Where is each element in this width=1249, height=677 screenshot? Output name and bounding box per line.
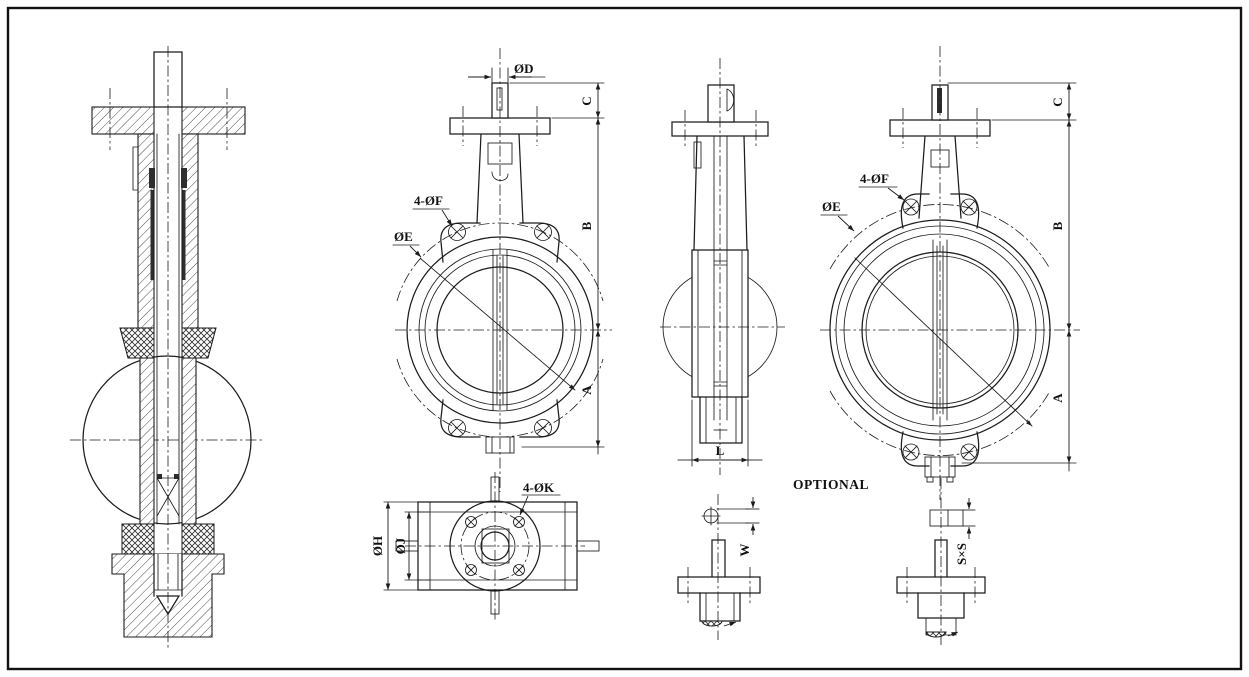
dim-label-h: ØH bbox=[370, 536, 385, 556]
dim-label-j: ØJ bbox=[393, 537, 408, 554]
optional-caption: OPTIONAL bbox=[793, 477, 869, 492]
bolt-holes bbox=[448, 223, 552, 437]
detail-stem-square: S×S bbox=[896, 478, 986, 648]
label-oe: ØE bbox=[394, 229, 413, 244]
lug-bolt-circle-bottom bbox=[829, 390, 1051, 456]
dim-label-b-lug: B bbox=[1050, 221, 1065, 230]
dim-label-c-lug: C bbox=[1050, 97, 1065, 106]
dim-s: S×S bbox=[954, 498, 976, 565]
dim-label-a: A bbox=[579, 385, 594, 395]
dim-label-c: C bbox=[579, 96, 594, 105]
dim-label-l: L bbox=[716, 443, 725, 458]
view-cross-section bbox=[70, 46, 264, 650]
dim-j: ØJ bbox=[393, 511, 431, 581]
view-lug-front: 4-ØF ØE C B A bbox=[820, 46, 1080, 500]
dim-label-s: S×S bbox=[954, 543, 969, 565]
neck-window bbox=[487, 142, 513, 165]
lug-bolt-holes bbox=[902, 198, 978, 461]
mount-bolt-holes bbox=[465, 516, 525, 576]
dim-label-d: ØD bbox=[514, 61, 534, 76]
dim-h: ØH bbox=[370, 501, 421, 591]
view-wafer-front: ØD C B A 4-ØF ØE bbox=[392, 48, 612, 492]
detail-stem-flat: OPTIONAL W bbox=[677, 477, 869, 640]
leader-bolt-holes: 4-ØF bbox=[412, 193, 453, 227]
label-4-of: 4-ØF bbox=[414, 193, 443, 208]
disc-angle-line bbox=[854, 257, 1033, 427]
dim-stack-right: C B A bbox=[509, 82, 605, 455]
disc-angle-line bbox=[420, 258, 576, 391]
view-top: ØH ØJ 4-ØK bbox=[370, 472, 600, 620]
upper-packing bbox=[119, 327, 155, 359]
leader-lug-bolt-holes: 4-ØF bbox=[858, 171, 905, 201]
lug-dim-stack: C B A bbox=[947, 82, 1077, 472]
leader-4-ok: 4-ØK bbox=[519, 480, 561, 516]
dim-w: W bbox=[737, 497, 760, 557]
dim-label-a-lug: A bbox=[1050, 393, 1065, 403]
leader-bolt-circle: ØE bbox=[392, 229, 422, 258]
label-4-of-lug: 4-ØF bbox=[860, 171, 889, 186]
label-4-ok: 4-ØK bbox=[523, 480, 555, 495]
bottom-housing bbox=[699, 396, 743, 444]
view-side: L bbox=[660, 58, 785, 475]
dim-label-w: W bbox=[737, 544, 752, 557]
label-oe-lug: ØE bbox=[822, 199, 841, 214]
dim-label-b: B bbox=[579, 221, 594, 230]
lower-packing bbox=[121, 523, 155, 555]
lug-bolt-circle-top bbox=[829, 204, 1051, 270]
dim-l: L bbox=[677, 399, 763, 467]
bolt-circle-arc-top bbox=[396, 222, 604, 302]
leader-lug-bolt-circle: ØE bbox=[820, 199, 855, 232]
dim-d: ØD bbox=[468, 61, 546, 83]
stem-side bbox=[707, 84, 735, 123]
